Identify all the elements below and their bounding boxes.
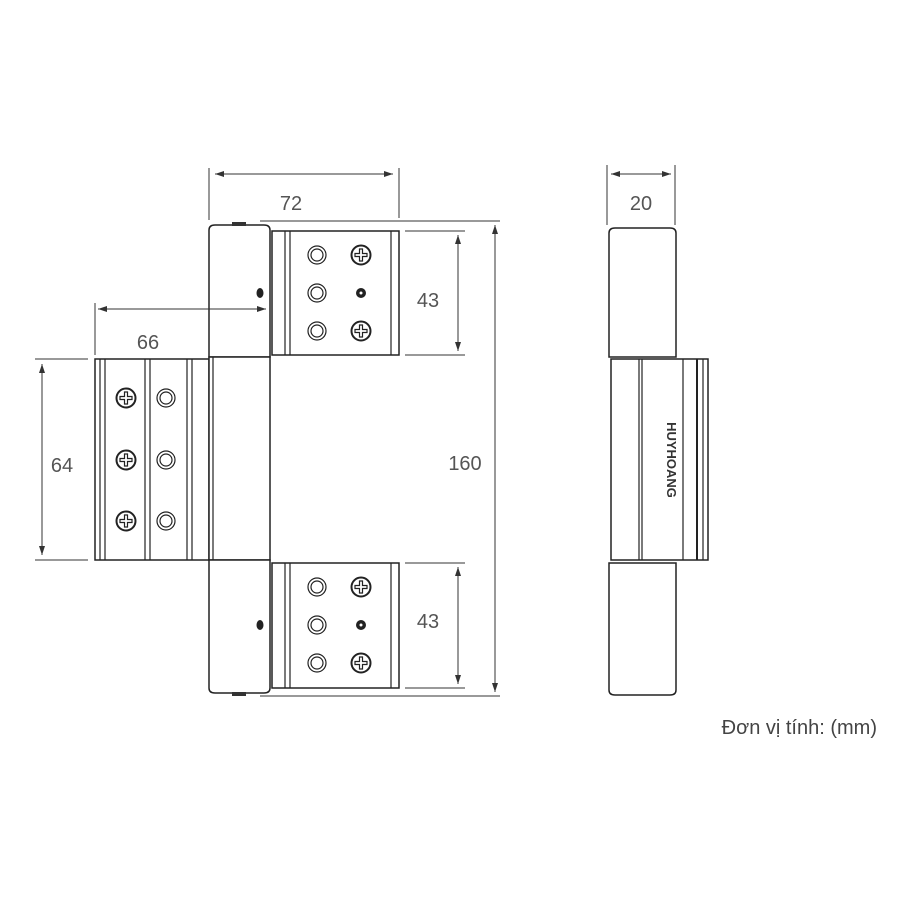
- screw-icon: [115, 387, 137, 409]
- dim-total-height: 160: [448, 453, 481, 475]
- top-leaf: [271, 230, 400, 356]
- screw-icon: [115, 449, 137, 471]
- dimension-lines: [35, 165, 676, 697]
- dim-bottom-leaf-height: 43: [417, 611, 439, 633]
- brand-logo: HUYHOANG: [664, 422, 679, 498]
- dim-side-width: 20: [630, 193, 652, 215]
- bottom-leaf: [271, 562, 400, 689]
- side-view: HUYHOANG: [608, 227, 709, 696]
- left-leaf: [94, 358, 210, 561]
- dim-top-width: 72: [280, 193, 302, 215]
- hinge-barrel: [208, 222, 271, 696]
- dim-top-leaf-height: 43: [417, 290, 439, 312]
- dim-leaf-width: 66: [137, 332, 159, 354]
- dim-leaf-height: 64: [51, 455, 73, 477]
- unit-label: Đơn vị tính: (mm): [721, 717, 877, 739]
- screw-icon: [115, 510, 137, 532]
